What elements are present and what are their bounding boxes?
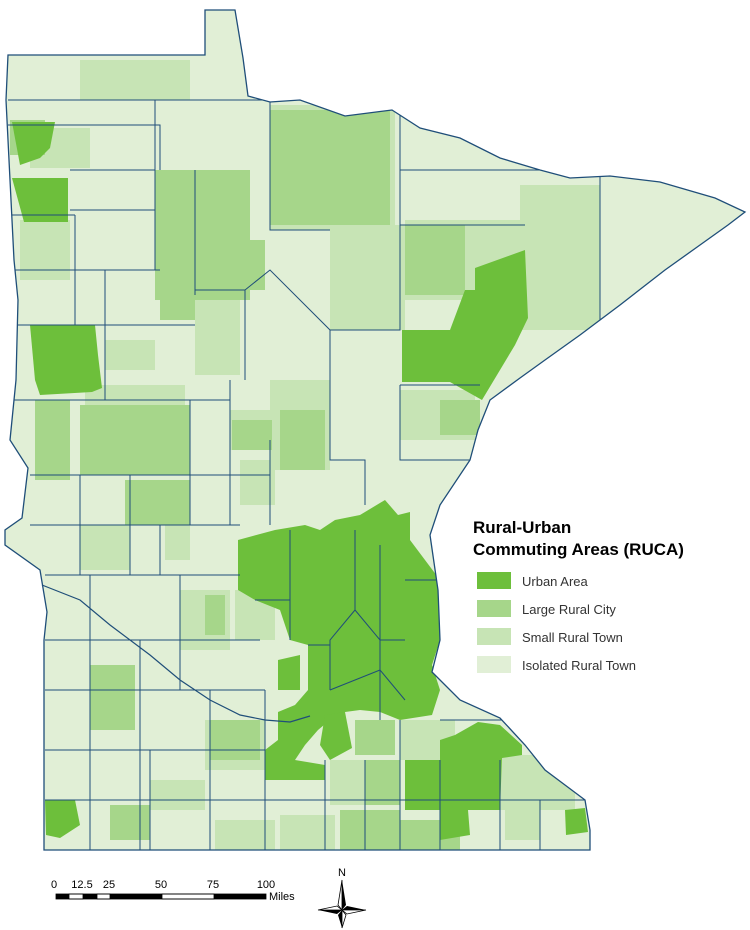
ruca-zone <box>240 460 275 505</box>
legend-swatch-urban <box>477 572 511 589</box>
legend-title-line1: Rural-Urban <box>473 518 571 537</box>
ruca-zone <box>505 800 540 840</box>
ruca-zone <box>20 220 70 280</box>
urban-mankato <box>320 712 352 760</box>
ruca-zone <box>440 400 480 435</box>
legend-swatch-small-rural <box>477 628 511 645</box>
county-lines <box>8 99 601 850</box>
ruca-zone <box>35 400 70 480</box>
large-rural-areas <box>10 110 480 850</box>
urban-grand-forks <box>12 178 68 222</box>
ruca-zone <box>80 60 190 100</box>
ruca-zone <box>280 410 325 470</box>
ruca-zone <box>340 810 400 850</box>
ruca-zone <box>80 525 130 570</box>
ruca-zone <box>105 340 155 370</box>
ruca-zone <box>330 225 405 330</box>
scale-segment <box>161 893 215 900</box>
scale-segment <box>83 894 97 899</box>
ruca-zone <box>195 240 265 290</box>
ruca-zone <box>232 420 272 450</box>
urban-st-cloud-adjacent <box>278 655 300 690</box>
ruca-zone <box>210 720 260 760</box>
scale-tick-50: 50 <box>155 879 167 891</box>
ruca-zone <box>520 185 600 330</box>
scale-unit: Miles <box>269 891 295 903</box>
legend-label-large-rural: Large Rural City <box>522 602 616 617</box>
legend-label-urban: Urban Area <box>522 574 589 589</box>
legend-swatch-large-rural <box>477 600 511 617</box>
ruca-zone <box>270 110 390 225</box>
ruca-zone <box>80 405 190 475</box>
urban-se-corner <box>565 808 588 835</box>
scale-tick-75: 75 <box>207 879 219 891</box>
scale-tick-12-5: 12.5 <box>71 879 92 891</box>
state-outline <box>4 9 747 851</box>
ruca-zone <box>280 815 335 850</box>
urban-duluth <box>402 250 528 400</box>
ruca-zone <box>165 520 190 560</box>
urban-fargo-northwest <box>12 122 55 165</box>
north-arrow-label: N <box>338 867 346 879</box>
scale-tick-25: 25 <box>103 879 115 891</box>
ruca-zone <box>195 295 240 375</box>
ruca-zone <box>150 780 205 810</box>
scale-segment <box>214 894 266 899</box>
legend-label-small-rural: Small Rural Town <box>522 630 623 645</box>
urban-areas <box>12 122 588 840</box>
minnesota-river <box>41 584 311 723</box>
ruca-zone <box>405 225 465 295</box>
urban-metro <box>238 500 440 780</box>
scale-tick-0: 0 <box>51 879 57 891</box>
legend-title-line2: Commuting Areas (RUCA) <box>473 540 684 559</box>
scale-outline <box>55 893 267 900</box>
ruca-zone <box>125 480 190 525</box>
urban-sw <box>45 800 80 838</box>
ruca-zone <box>330 760 365 805</box>
urban-rochester <box>405 722 522 840</box>
scale-bar: 0 12.5 25 50 75 100 Miles <box>51 879 295 903</box>
scale-segment <box>110 894 162 899</box>
scale-tick-100: 100 <box>257 879 275 891</box>
urban-moorhead <box>30 325 102 395</box>
ruca-zone <box>205 595 225 635</box>
legend: Rural-Urban Commuting Areas (RUCA) Urban… <box>473 518 684 673</box>
legend-label-isolated-rural: Isolated Rural Town <box>522 658 636 673</box>
legend-swatch-isolated-rural <box>477 656 511 673</box>
ruca-zone <box>90 665 135 730</box>
scale-segment <box>56 894 69 899</box>
ruca-zone <box>160 290 195 320</box>
ruca-zone <box>355 720 395 755</box>
ruca-areas <box>10 60 600 850</box>
ruca-zone <box>365 760 400 805</box>
scale-segment <box>96 893 111 900</box>
ruca-zone <box>110 805 150 840</box>
scale-segment <box>68 893 84 900</box>
north-arrow-icon: N <box>317 867 367 929</box>
